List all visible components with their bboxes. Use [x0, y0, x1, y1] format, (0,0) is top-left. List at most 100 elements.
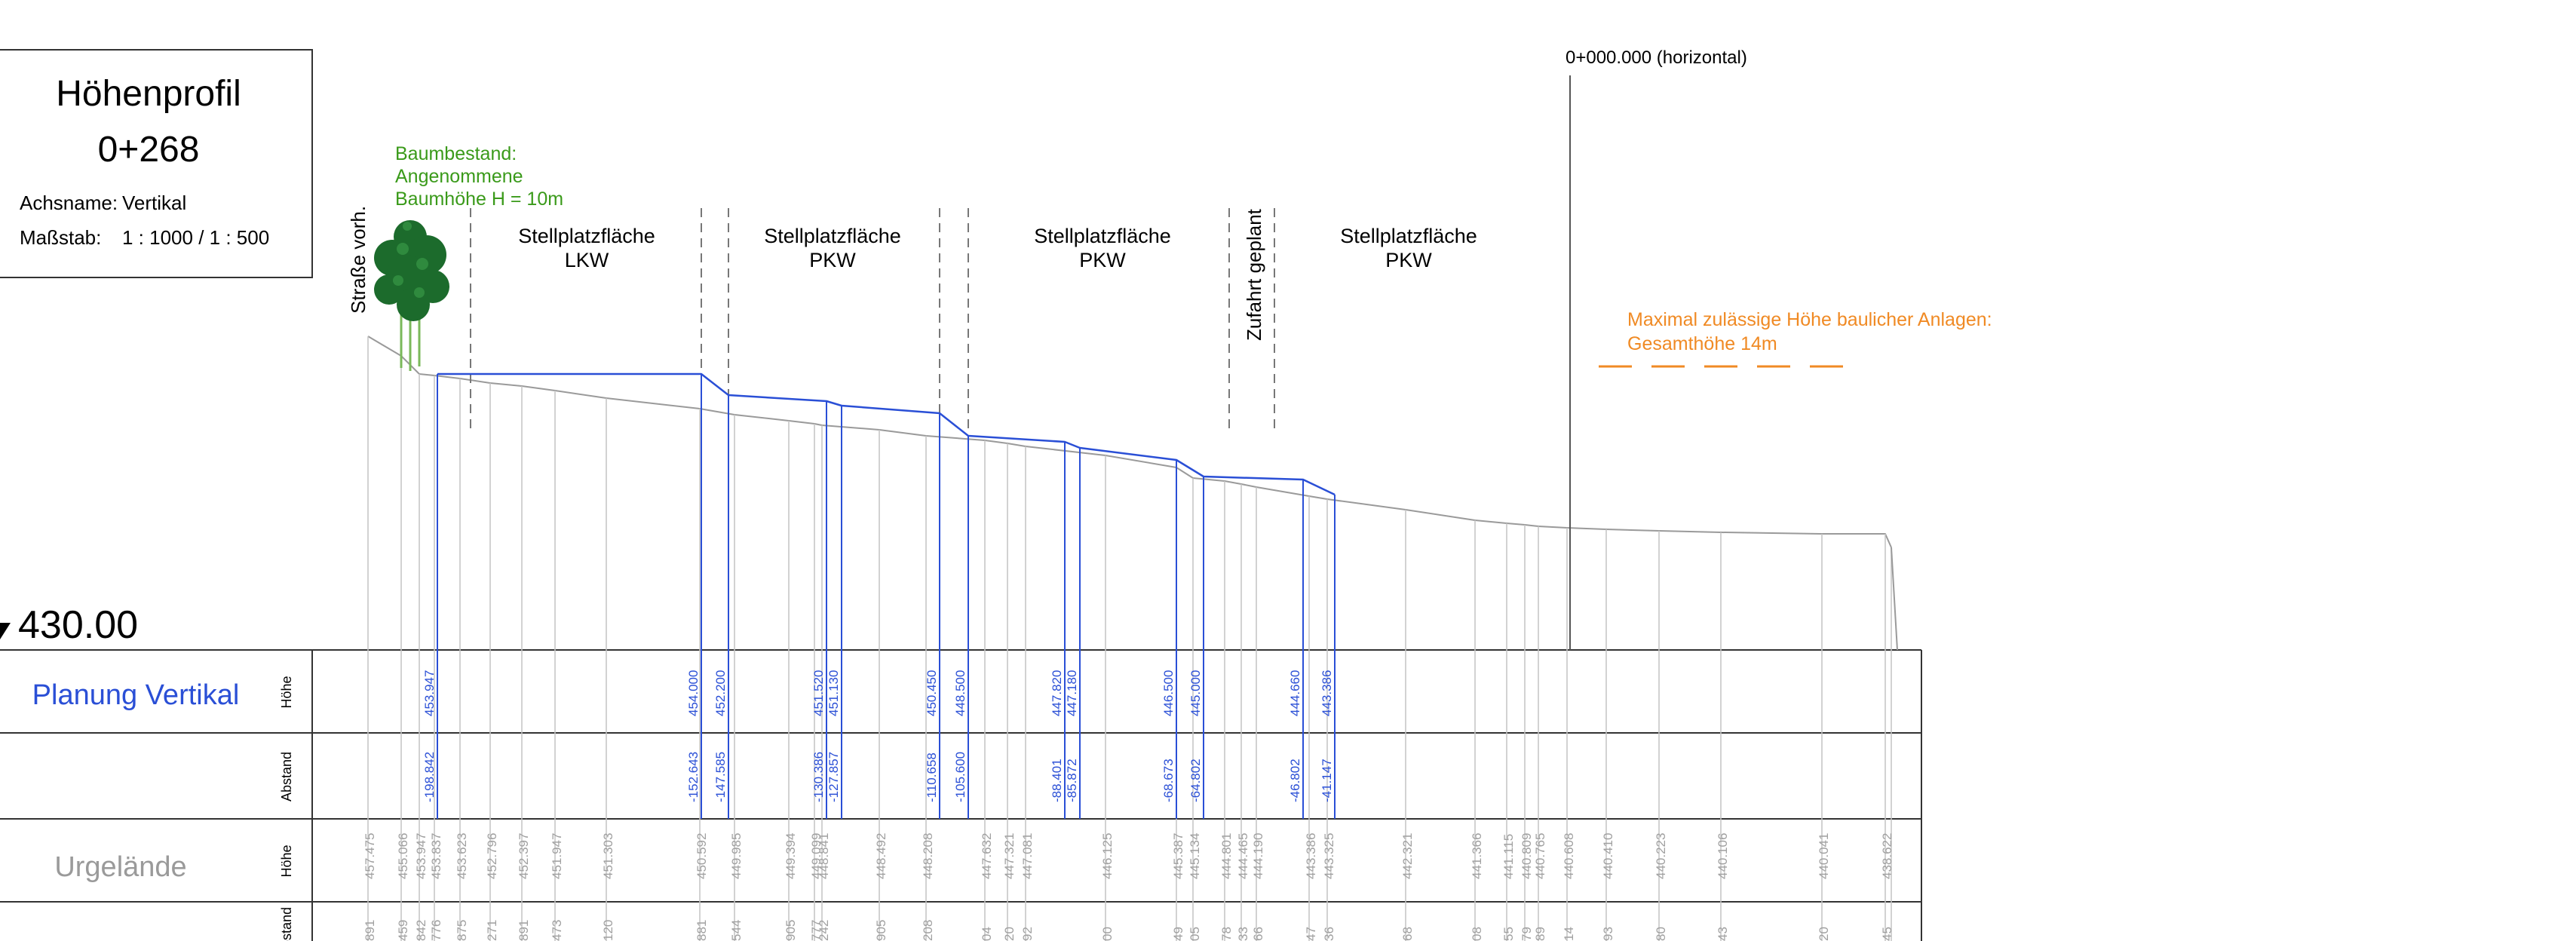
terrain-height-value: 457.475 — [363, 833, 377, 879]
planning-distance-value: -68.673 — [1161, 759, 1176, 802]
terrain-height-value: 453.623 — [455, 833, 469, 879]
tree-note: Baumhöhe H = 10m — [395, 189, 563, 210]
tree-canopy — [393, 275, 403, 286]
planning-height-value: 447.180 — [1065, 670, 1079, 716]
terrain-distance-value: 891 — [517, 920, 531, 941]
terrain-distance-value: 20 — [1002, 927, 1017, 941]
terrain-distance-value: 242 — [817, 920, 831, 941]
terrain-height-value: 448.492 — [874, 833, 888, 879]
terrain-height-value: 445.134 — [1188, 833, 1202, 879]
terrain-height-value: 451.303 — [601, 833, 615, 879]
terrain-height-value: 440.106 — [1716, 833, 1730, 879]
station-zero-label: 0+000.000 (horizontal) — [1566, 48, 1747, 68]
terrain-distance-value: 68 — [1400, 927, 1415, 941]
terrain-distance-value: 43 — [1716, 927, 1730, 941]
tree-canopy — [416, 258, 428, 270]
tree-canopy — [397, 243, 409, 255]
terrain-height-value: 449.394 — [784, 833, 798, 879]
tree-note: Baumbestand: — [395, 143, 517, 164]
planning-height-value: 448.500 — [953, 670, 968, 716]
terrain-height-value: 450.592 — [695, 833, 709, 879]
terrain-distance-value: 05 — [1188, 927, 1202, 941]
planning-height-value: 444.660 — [1288, 670, 1302, 716]
planning-height-value: 451.520 — [811, 670, 826, 716]
terrain-distance-value: 66 — [1251, 927, 1265, 941]
terrain-height-value: 443.325 — [1322, 833, 1336, 879]
elevation-marker-icon — [0, 623, 11, 639]
planning-height-value: 446.500 — [1161, 670, 1176, 716]
planning-distance-value: -152.643 — [686, 752, 701, 802]
tree-note: Angenommene — [395, 166, 523, 187]
planning-distance-value: -105.600 — [953, 752, 968, 802]
terrain-distance-value: 36 — [1322, 927, 1336, 941]
zone-label: Stellplatzfläche — [1034, 225, 1171, 247]
terrain-height-value: 441.115 — [1501, 834, 1516, 879]
terrain-distance-value: 55 — [1501, 927, 1516, 941]
planning-distance-value: -64.802 — [1188, 759, 1203, 802]
terrain-distance-value: 79 — [1520, 927, 1534, 941]
terrain-height-value: 448.208 — [921, 833, 935, 879]
planning-distance-value: -46.802 — [1288, 759, 1302, 802]
terrain-height-value: 453.947 — [414, 833, 428, 879]
planning-distance-value: -127.857 — [826, 752, 841, 802]
terrain-height-value: 440.809 — [1520, 833, 1534, 879]
zone-label: PKW — [1385, 249, 1432, 271]
profile-title: Höhenprofil — [56, 74, 241, 114]
planning-height-value: 454.000 — [686, 670, 701, 716]
band-abstand-label: Abstand — [279, 907, 294, 941]
terrain-height-value: 440.608 — [1562, 833, 1576, 879]
terrain-distance-value: 271 — [485, 920, 499, 941]
planning-distance-value: -198.842 — [422, 752, 437, 802]
planning-distance-value: -41.147 — [1320, 759, 1334, 802]
max-height-note: Gesamthöhe 14m — [1627, 333, 1777, 354]
road-label: Straße vorh. — [347, 206, 370, 314]
terrain-distance-value: 45 — [1880, 927, 1894, 941]
tree-icon — [374, 220, 449, 371]
terrain-height-value: 444.801 — [1219, 833, 1234, 879]
terrain-height-value: 440.223 — [1654, 833, 1668, 879]
band-hoehe-label: Höhe — [279, 844, 294, 877]
terrain-distance-value: 78 — [1219, 927, 1234, 941]
terrain-height-value: 441.366 — [1470, 833, 1484, 879]
terrain-distance-value: 80 — [1654, 927, 1668, 941]
terrain-distance-value: 905 — [784, 920, 798, 941]
planning-height-value: 450.450 — [925, 670, 939, 716]
band-abstand-label: Abstand — [279, 752, 294, 802]
planning-height-value: 452.200 — [713, 670, 728, 716]
terrain-distance-value: 459 — [396, 920, 410, 941]
terrain-height-value: 451.947 — [550, 833, 564, 879]
terrain-distance-value: 93 — [1601, 927, 1615, 941]
terrain-height-value: 443.386 — [1304, 833, 1318, 879]
terrain-distance-value: 881 — [695, 920, 709, 941]
terrain-distance-value: 33 — [1236, 927, 1250, 941]
terrain-height-value: 452.796 — [485, 833, 499, 879]
driveway-label: Zufahrt geplant — [1243, 208, 1265, 341]
terrain-profile-end — [1891, 547, 1898, 651]
planning-distance-value: -147.585 — [713, 752, 728, 802]
axis-name-value: Vertikal — [122, 192, 186, 214]
terrain-height-value: 455.066 — [396, 833, 410, 879]
profile-text: Höhenprofil 0+268Achsname:VertikalMaßstab… — [18, 48, 1992, 941]
terrain-profile-line — [367, 336, 1892, 548]
terrain-distance-value: 208 — [921, 920, 935, 941]
zone-label: Stellplatzfläche — [1340, 225, 1477, 247]
axis-name-label: Achsname: — [20, 192, 118, 214]
scale-label: Maßstab: — [20, 226, 101, 249]
terrain-height-value: 449.099 — [809, 833, 823, 879]
terrain-distance-value: 875 — [455, 920, 469, 941]
profile-structure — [0, 49, 1922, 941]
terrain-distance-value: 120 — [601, 920, 615, 941]
terrain-height-value: 446.125 — [1100, 833, 1115, 879]
terrain-height-value: 444.465 — [1236, 833, 1250, 879]
planning-height-value: 453.947 — [422, 670, 437, 716]
tree-canopy — [397, 288, 430, 321]
terrain-height-value: 440.041 — [1817, 833, 1831, 879]
tree-canopy — [403, 222, 412, 231]
terrain-distance-value: 891 — [363, 920, 377, 941]
profile-station: 0+268 — [98, 130, 200, 170]
terrain-height-value: 447.632 — [980, 833, 994, 879]
terrain-distance-value: 08 — [1470, 927, 1484, 941]
terrain-distance-value: 473 — [550, 920, 564, 941]
terrain-height-value: 445.387 — [1171, 833, 1185, 879]
planning-height-value: 447.820 — [1050, 670, 1064, 716]
